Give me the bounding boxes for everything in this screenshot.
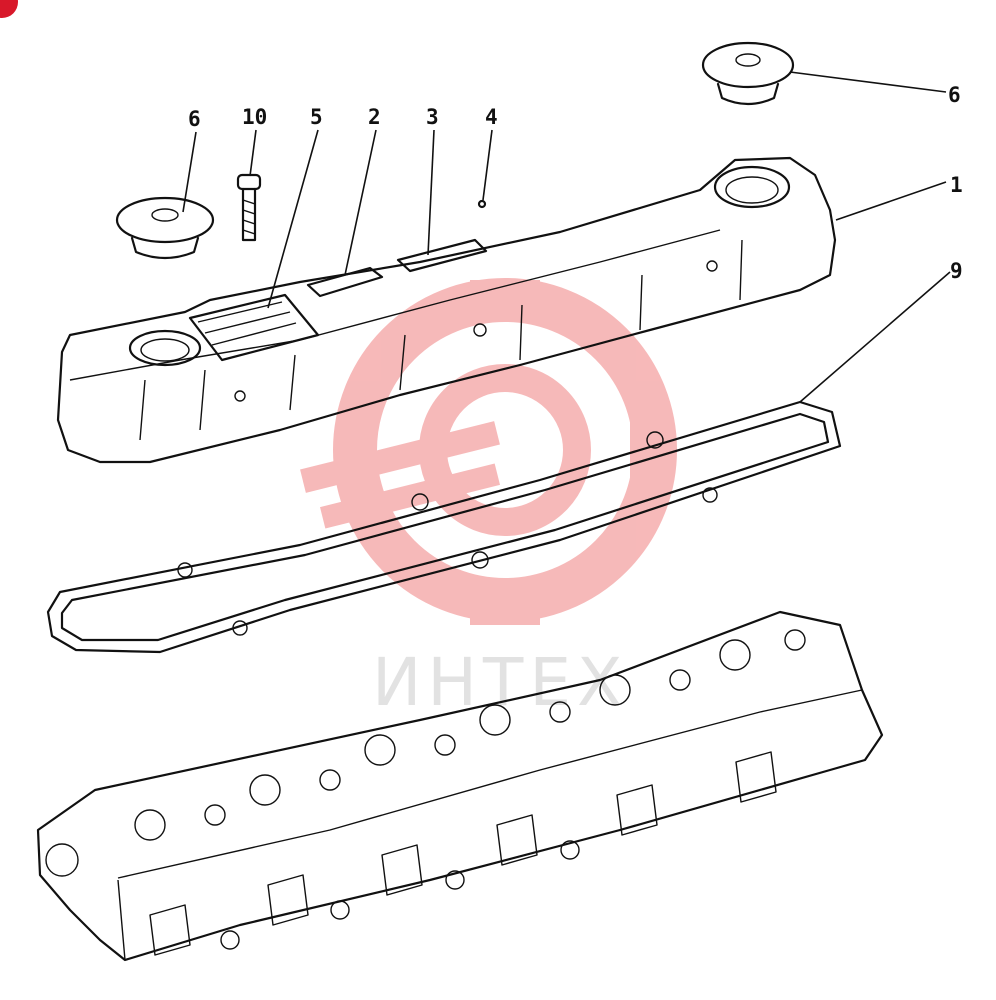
watermark-logo [300,278,677,625]
leader-lines [182,71,951,403]
valve-cover-gasket [46,400,842,654]
callout-2: 2 [368,105,381,129]
callout-3: 3 [426,105,439,129]
callout-1: 1 [950,173,963,197]
callout-6-right: 6 [948,83,961,107]
callout-4: 4 [485,105,498,129]
callout-5: 5 [310,105,323,129]
small-pin [477,199,487,209]
oil-cap-right [701,41,795,106]
bolt [236,173,262,242]
cylinder-head [36,610,884,962]
valve-cover [56,156,837,464]
callout-9: 9 [950,259,963,283]
watermark-text: ИНТЕХ [372,644,628,721]
callout-10: 10 [242,105,267,129]
corner-badge [0,0,18,18]
callout-6-left: 6 [188,107,201,131]
oil-cap-left [115,196,215,260]
